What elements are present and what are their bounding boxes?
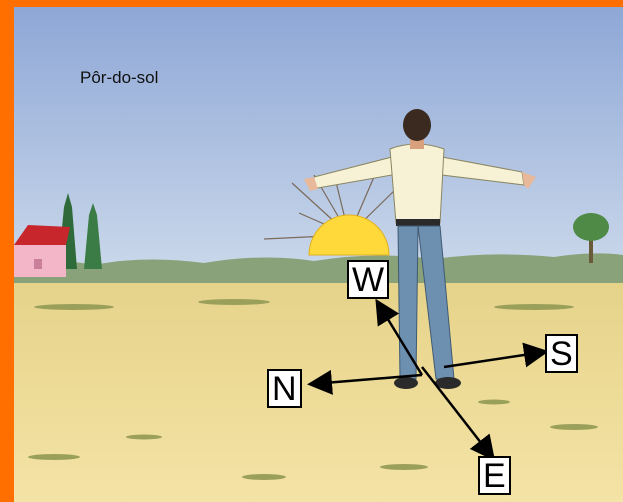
compass-arrows — [307, 298, 549, 461]
house — [14, 225, 70, 277]
sun — [308, 214, 390, 256]
right-tree — [573, 213, 609, 263]
grass-tufts — [28, 299, 598, 480]
cypress-tree — [84, 203, 102, 269]
scene-illustration — [14, 7, 623, 502]
sunset-caption: Pôr-do-sol — [80, 68, 159, 87]
south-arrow — [443, 342, 549, 369]
west-label: W — [347, 260, 390, 299]
sky — [14, 7, 623, 267]
sunset-scene: Pôr-do-sol W N S E — [14, 7, 623, 502]
east-arrow — [421, 366, 496, 461]
north-arrow — [307, 369, 423, 395]
north-label: N — [267, 369, 302, 408]
horizon-hedge — [14, 253, 623, 289]
man-figure — [304, 109, 536, 389]
west-arrow — [375, 298, 424, 376]
ground — [14, 283, 623, 502]
south-label: S — [545, 334, 578, 373]
east-label: E — [478, 456, 511, 495]
